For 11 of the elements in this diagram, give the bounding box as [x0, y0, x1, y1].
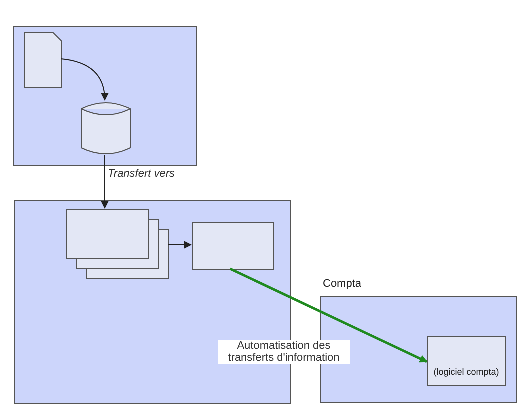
edge-label: Transfert vers	[107, 168, 176, 180]
arrow	[230, 268, 428, 364]
component-box	[427, 336, 506, 386]
arrow	[101, 154, 109, 209]
panel-heading: Compta	[323, 278, 362, 290]
group-panel	[13, 26, 197, 166]
arrow	[60, 58, 109, 101]
edge-label: Automatisation des transferts d'information	[218, 340, 350, 364]
box-label: (logiciel compta)	[434, 367, 500, 377]
component-box	[192, 222, 274, 270]
arrow	[168, 241, 192, 249]
